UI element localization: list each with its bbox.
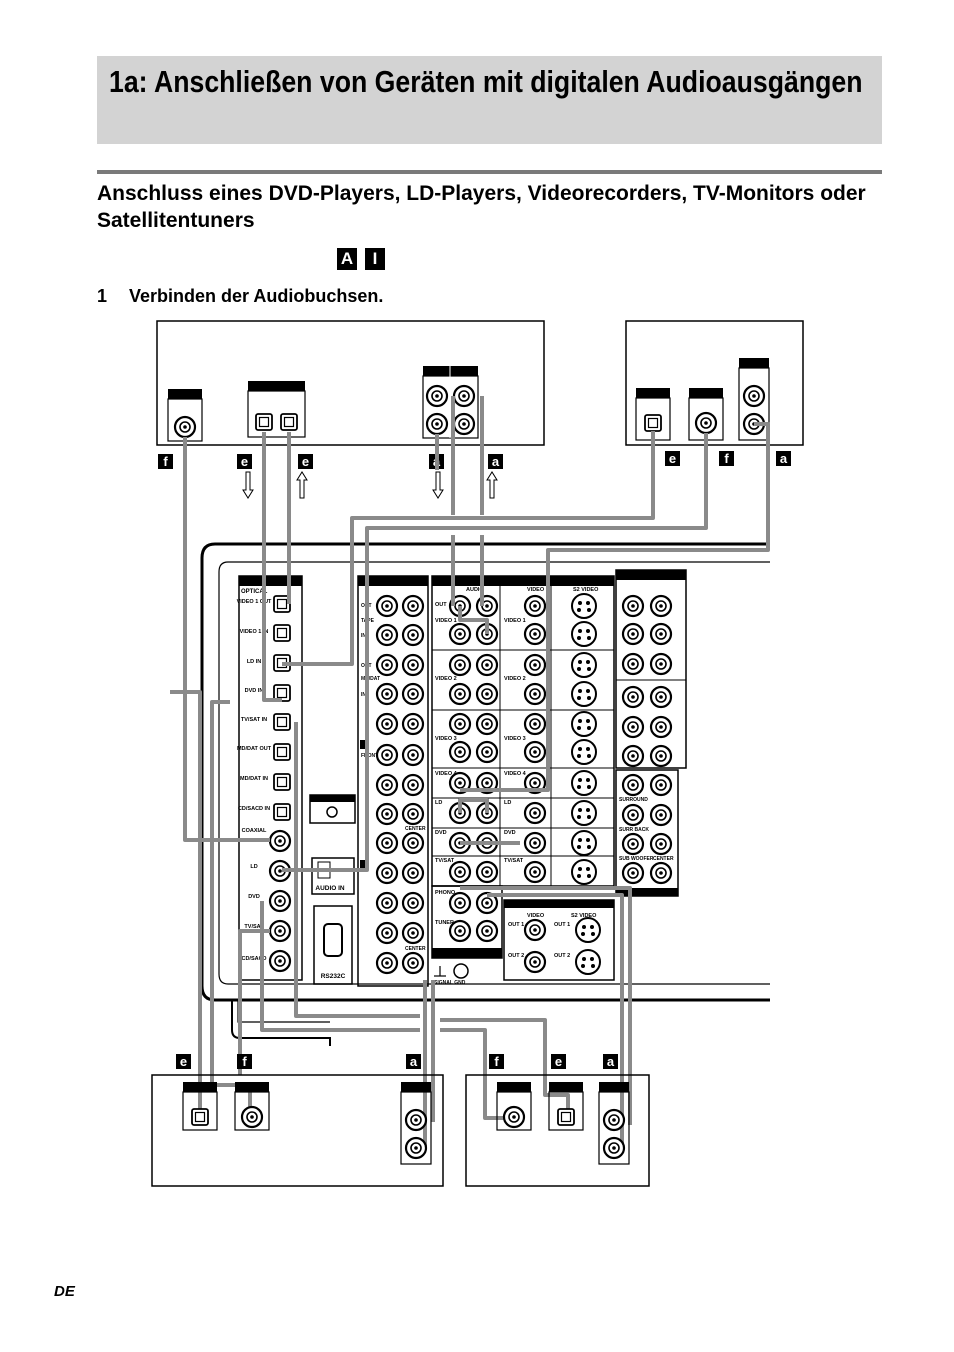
jack-label: SUB WOOFER bbox=[619, 856, 654, 862]
column-label: S2 VIDEO bbox=[571, 913, 597, 919]
jack-label: CENTER bbox=[653, 856, 674, 862]
jack-label: COAXIAL bbox=[242, 828, 267, 834]
jack-label: VIDEO 3 bbox=[504, 736, 526, 742]
page-language-label: DE bbox=[54, 1283, 75, 1300]
connector-labels-bottom: e f a f e a bbox=[176, 1054, 618, 1069]
label-f: f bbox=[494, 1054, 499, 1069]
title-rule bbox=[97, 170, 882, 174]
jack-label: IN bbox=[361, 692, 366, 698]
label-f: f bbox=[242, 1054, 247, 1069]
jack-label: LD bbox=[250, 864, 257, 870]
label-f: f bbox=[163, 454, 168, 469]
jack-label: DVD IN bbox=[245, 688, 264, 694]
jack-label: CD/SACD bbox=[241, 956, 266, 962]
jack-label: LD IN bbox=[247, 659, 261, 665]
jack-label: CD/SACD IN bbox=[238, 806, 270, 812]
label-e: e bbox=[669, 451, 676, 466]
jack-label: TV/SAT bbox=[244, 924, 264, 930]
connector-labels-top: f e e a a e f a bbox=[158, 451, 791, 469]
column-label: S2 VIDEO bbox=[573, 587, 599, 593]
jack-label: MD/DAT IN bbox=[240, 776, 268, 782]
jack-label: PHONO bbox=[435, 890, 456, 896]
jack-label: DVD bbox=[504, 830, 516, 836]
jack-label: VIDEO 1 bbox=[435, 618, 457, 624]
jack-label: VIDEO 2 bbox=[504, 676, 526, 682]
jack-label: VIDEO 1 bbox=[504, 618, 526, 624]
jack-label: TV/SAT IN bbox=[241, 717, 267, 723]
receiver-rear-panel: OPTICAL VIDEO 1 OUT VIDEO 1 IN LD IN DVD… bbox=[200, 542, 770, 1046]
jack-label: TV/SAT bbox=[435, 858, 455, 864]
column-label: VIDEO bbox=[527, 913, 545, 919]
column-label: AUDIO bbox=[466, 587, 484, 593]
label-a: a bbox=[780, 451, 788, 466]
jack-label: VIDEO 1 OUT bbox=[237, 599, 272, 605]
jack-label: DVD bbox=[435, 830, 447, 836]
label-f: f bbox=[724, 451, 729, 466]
page-title: 1a: Anschließen von Geräten mit digitale… bbox=[109, 64, 863, 99]
model-letters: A I bbox=[337, 248, 385, 270]
jack-label: VIDEO 4 bbox=[435, 771, 458, 777]
jack-label: TV/SAT bbox=[504, 858, 524, 864]
jack-label: VIDEO 3 bbox=[435, 736, 457, 742]
title-box: 1a: Anschließen von Geräten mit digitale… bbox=[97, 56, 882, 144]
device-top-left bbox=[156, 320, 545, 446]
jack-label: OUT 2 bbox=[554, 953, 570, 959]
jack-label: VIDEO 2 bbox=[435, 676, 457, 682]
jack-label: VIDEO 1 IN bbox=[240, 629, 269, 635]
model-letter-i: I bbox=[365, 248, 385, 270]
label-e: e bbox=[555, 1054, 562, 1069]
jack-label: CENTER bbox=[405, 826, 426, 832]
jack-label: MD/DAT bbox=[361, 676, 380, 682]
section-heading: Anschluss eines DVD-Players, LD-Players,… bbox=[97, 182, 866, 232]
jack-label: SURR BACK bbox=[619, 827, 649, 833]
jack-label: OUT 2 bbox=[508, 953, 524, 959]
jack-label: LD bbox=[435, 800, 442, 806]
optical-label: OPTICAL bbox=[241, 589, 268, 595]
model-letter-a: A bbox=[337, 248, 357, 270]
label-e: e bbox=[180, 1054, 187, 1069]
device-top-right bbox=[625, 320, 804, 446]
step-text: Verbinden der Audiobuchsen. bbox=[129, 286, 384, 306]
jack-label: MD/DAT OUT bbox=[237, 746, 272, 752]
jack-label: FRONT bbox=[361, 753, 378, 759]
device-bottom-left bbox=[151, 1074, 444, 1187]
step-number: 1 bbox=[97, 286, 108, 306]
jack-label: TUNER bbox=[435, 920, 454, 926]
signal-gnd-label: SIGNAL GND bbox=[434, 980, 466, 986]
jack-label: DVD bbox=[248, 894, 260, 900]
label-a: a bbox=[410, 1054, 418, 1069]
label-a: a bbox=[607, 1054, 615, 1069]
step-heading: 1 Verbinden der Audiobuchsen. bbox=[97, 286, 383, 307]
label-e: e bbox=[302, 454, 309, 469]
jack-label: VIDEO 4 bbox=[504, 771, 527, 777]
jack-label: OUT 1 bbox=[508, 922, 524, 928]
jack-label: IN bbox=[361, 633, 366, 639]
cables bbox=[170, 396, 770, 1150]
jack-label: OUT 1 bbox=[554, 922, 570, 928]
rs232c-label: RS232C bbox=[321, 973, 346, 980]
label-e: e bbox=[241, 454, 248, 469]
column-label: VIDEO bbox=[527, 587, 545, 593]
jack-label: OUT bbox=[435, 602, 447, 608]
device-bottom-right bbox=[465, 1074, 650, 1187]
signal-arrows bbox=[242, 471, 498, 499]
label-a: a bbox=[492, 454, 500, 469]
jack-label: SURROUND bbox=[619, 797, 648, 803]
jack-label: LD bbox=[504, 800, 511, 806]
jack-label: CENTER bbox=[405, 946, 426, 952]
audio-in-label: AUDIO IN bbox=[315, 885, 345, 892]
